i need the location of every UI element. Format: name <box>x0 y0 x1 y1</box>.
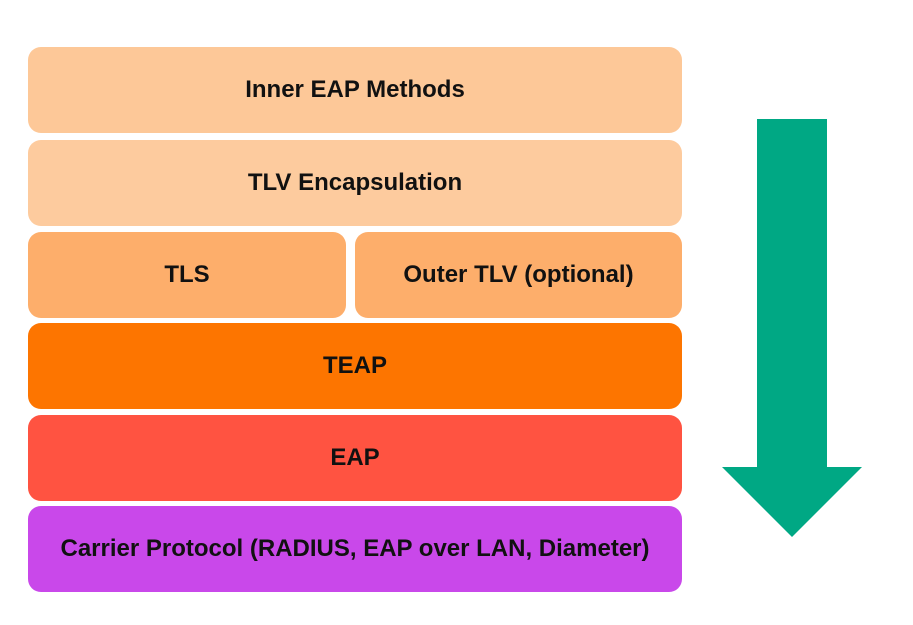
layer-inner-eap-methods-label: Inner EAP Methods <box>245 75 465 103</box>
layer-tlv-encapsulation: TLV Encapsulation <box>28 140 682 226</box>
layer-teap: TEAP <box>28 323 682 409</box>
layer-carrier-protocol-label: Carrier Protocol (RADIUS, EAP over LAN, … <box>60 534 650 562</box>
down-arrow-icon <box>722 119 862 537</box>
layer-outer-tlv-label: Outer TLV (optional) <box>403 260 634 288</box>
layer-inner-eap-methods: Inner EAP Methods <box>28 47 682 133</box>
layer-teap-label: TEAP <box>322 351 387 379</box>
down-arrow-shape <box>722 119 862 537</box>
layer-eap-label: EAP <box>330 443 380 471</box>
layer-tls: TLS <box>28 232 346 318</box>
layer-outer-tlv: Outer TLV (optional) <box>355 232 682 318</box>
layer-tls-label: TLS <box>164 260 210 288</box>
layer-tlv-encapsulation-label: TLV Encapsulation <box>247 168 463 196</box>
layer-eap: EAP <box>28 415 682 501</box>
layer-carrier-protocol: Carrier Protocol (RADIUS, EAP over LAN, … <box>28 506 682 592</box>
